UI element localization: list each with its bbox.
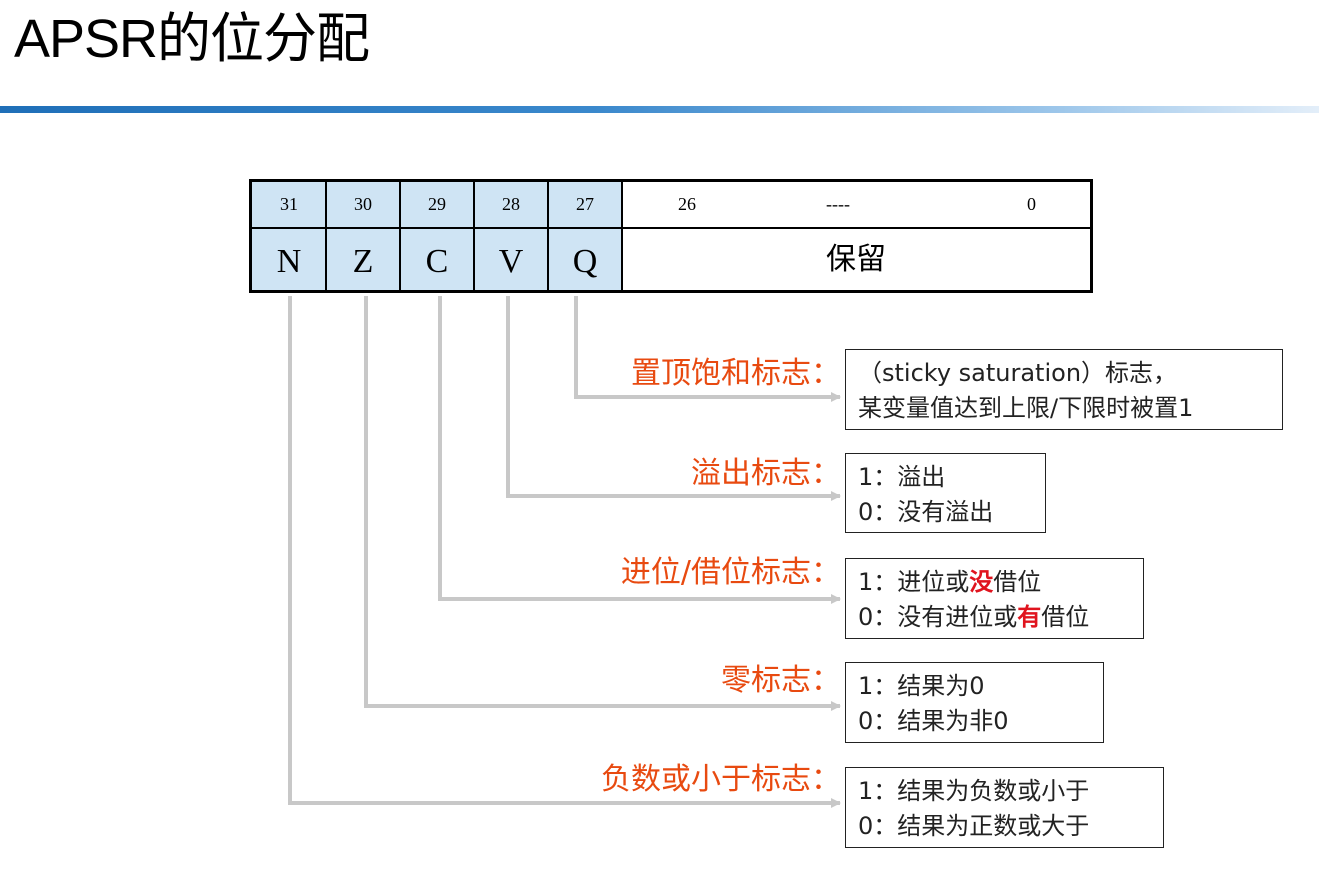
flag-z-cell: Z [326,229,400,290]
row-divider [252,227,1090,229]
reserved-label: 保留 [826,242,886,277]
flag-label-v: 溢出标志： [691,456,841,491]
col-divider [325,182,327,290]
bit-number-31: 31 [252,182,326,227]
title-underline [0,106,1319,113]
flag-label-z: 零标志： [721,663,841,698]
desc-v-line1: 1：溢出 [858,463,946,491]
connector-v [506,296,841,501]
flag-v-cell: V [474,229,548,290]
desc-v-line2: 0：没有溢出 [858,498,994,526]
desc-z-line1: 1：结果为0 [858,672,985,700]
desc-box-n: 1：结果为负数或小于 0：结果为正数或大于 [845,767,1164,848]
desc-c-line2-tail: 借位 [1041,603,1090,631]
flag-q-cell: Q [548,229,622,290]
desc-c-line2: 0：没有进位或有借位 [858,600,1143,635]
bit-number-30: 30 [326,182,400,227]
flag-label-q: 置顶饱和标志： [631,356,841,391]
desc-box-v: 1：溢出 0：没有溢出 [845,453,1046,533]
desc-c-line1-tail: 借位 [993,568,1042,596]
bit-number-27: 27 [548,182,622,227]
desc-z-line2: 0：结果为非0 [858,707,1009,735]
desc-box-z: 1：结果为0 0：结果为非0 [845,662,1104,743]
desc-c-line1: 1：进位或没借位 [858,565,1143,600]
bit-range-dots: ---- [826,194,850,214]
desc-box-c: 1：进位或没借位 0：没有进位或有借位 [845,558,1144,639]
connector-q [574,296,841,402]
col-divider [547,182,549,290]
desc-c-line2-text: 0：没有进位或 [858,603,1018,631]
flag-label-c: 进位/借位标志： [620,555,841,590]
apsr-register: 31 30 29 28 27 N Z C V Q 26 ---- 0 保留 [249,179,1093,293]
page-title: APSR的位分配 [14,9,370,69]
desc-q-line1: （sticky saturation）标志， [858,359,1178,387]
bit-number-26: 26 [678,194,696,214]
desc-n-line1: 1：结果为负数或小于 [858,777,1090,805]
desc-c-line2-highlight: 有 [1017,603,1042,631]
col-divider [399,182,401,290]
connector-n [288,296,841,808]
desc-box-q: （sticky saturation）标志， 某变量值达到上限/下限时被置1 [845,349,1283,430]
desc-c-line1-text: 1：进位或 [858,568,970,596]
flag-c-cell: C [400,229,474,290]
flag-n-cell: N [252,229,326,290]
desc-n-line2: 0：结果为正数或大于 [858,812,1090,840]
desc-q-line2: 某变量值达到上限/下限时被置1 [858,394,1194,422]
bit-number-28: 28 [474,182,548,227]
bit-number-29: 29 [400,182,474,227]
flag-label-n: 负数或小于标志： [601,762,841,797]
col-divider [473,182,475,290]
desc-c-line1-highlight: 没 [969,568,994,596]
connector-c [438,296,841,604]
col-divider [621,182,623,290]
connector-z [364,296,841,711]
bit-number-0: 0 [1027,194,1036,214]
